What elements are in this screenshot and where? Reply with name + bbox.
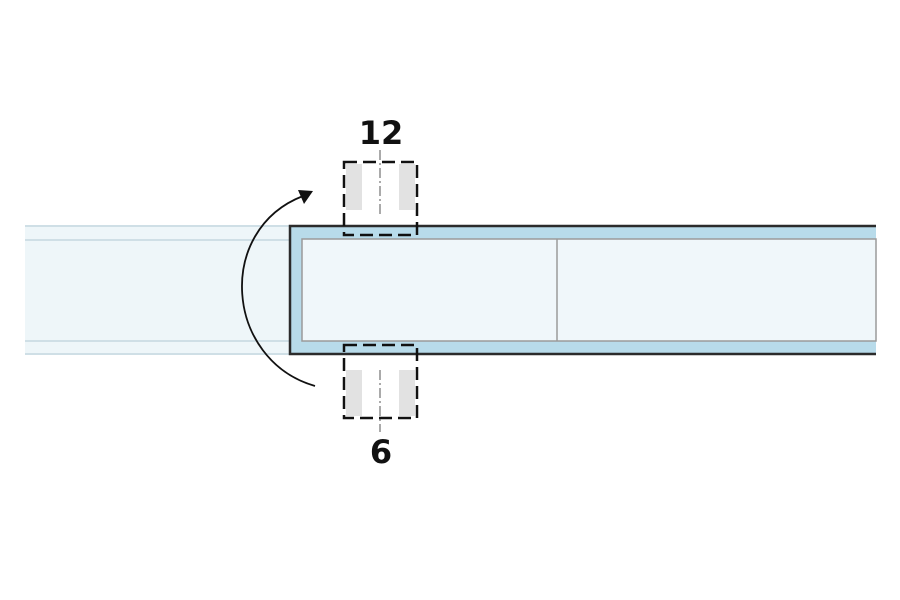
top-position-label: 12 — [358, 114, 404, 152]
bottom-hinge — [342, 343, 419, 432]
ghost-panel — [25, 225, 300, 355]
curved-arrow-icon — [241, 190, 316, 387]
bottom-position-label: 6 — [369, 433, 393, 471]
door-panel — [288, 224, 877, 356]
top-hinge — [342, 150, 419, 237]
